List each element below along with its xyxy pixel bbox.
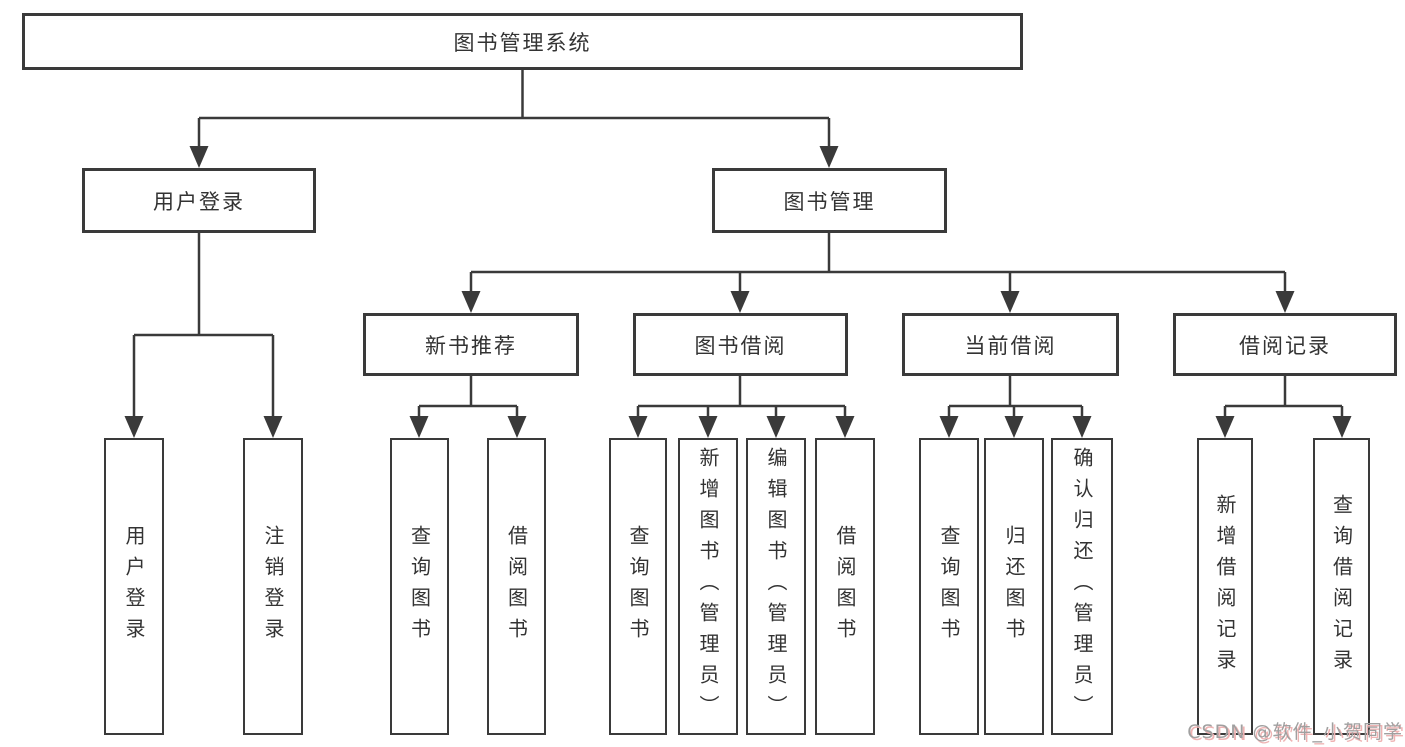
node-borrow-books-leaf: 借阅图书 [815, 438, 875, 735]
node-label: 当前借阅 [964, 333, 1057, 358]
node-label: 注销登录 [261, 524, 285, 649]
node-label: 新增图书（管理员） [696, 447, 720, 726]
node-label: 新增借阅记录 [1213, 493, 1237, 680]
node-label: 用户登录 [153, 189, 245, 214]
node-label: 查询图书 [626, 524, 650, 649]
node-borrowing-records: 借阅记录 [1173, 313, 1397, 376]
node-label: 借阅图书 [833, 524, 857, 649]
node-logout: 注销登录 [243, 438, 303, 735]
node-label: 查询图书 [937, 524, 961, 649]
node-query-books-recommendation: 查询图书 [390, 438, 449, 735]
node-query-books-borrowing: 查询图书 [609, 438, 667, 735]
node-current-borrowing: 当前借阅 [902, 313, 1119, 376]
node-label: 归还图书 [1002, 524, 1026, 649]
node-user-login: 用户登录 [82, 168, 316, 233]
node-label: 借阅图书 [504, 524, 529, 649]
node-label: 编辑图书（管理员） [764, 447, 788, 726]
node-edit-books-admin: 编辑图书（管理员） [746, 438, 806, 735]
node-label: 新书推荐 [425, 333, 517, 358]
watermark: CSDN @软件_小贺同学 [1187, 721, 1403, 743]
node-confirm-return-admin: 确认归还（管理员） [1051, 438, 1113, 735]
node-label: 图书借阅 [694, 333, 787, 358]
node-label: 确认归还（管理员） [1070, 447, 1094, 726]
node-label: 查询借阅记录 [1329, 493, 1354, 680]
node-query-books-current: 查询图书 [919, 438, 979, 735]
node-label: 用户登录 [122, 524, 146, 649]
node-new-book-recommendation: 新书推荐 [363, 313, 579, 376]
node-query-borrow-record: 查询借阅记录 [1313, 438, 1370, 735]
node-borrow-books-recommendation: 借阅图书 [487, 438, 546, 735]
node-label: 图书管理系统 [453, 30, 592, 55]
node-label: 借阅记录 [1239, 333, 1331, 358]
node-library-management-system: 图书管理系统 [22, 13, 1023, 70]
node-book-borrowing: 图书借阅 [633, 313, 848, 376]
node-add-borrow-record: 新增借阅记录 [1197, 438, 1253, 735]
node-book-management: 图书管理 [712, 168, 947, 233]
node-user-login-leaf: 用户登录 [104, 438, 164, 735]
node-return-books: 归还图书 [984, 438, 1044, 735]
node-label: 查询图书 [407, 524, 432, 649]
node-add-books-admin: 新增图书（管理员） [678, 438, 738, 735]
node-label: 图书管理 [783, 189, 876, 214]
